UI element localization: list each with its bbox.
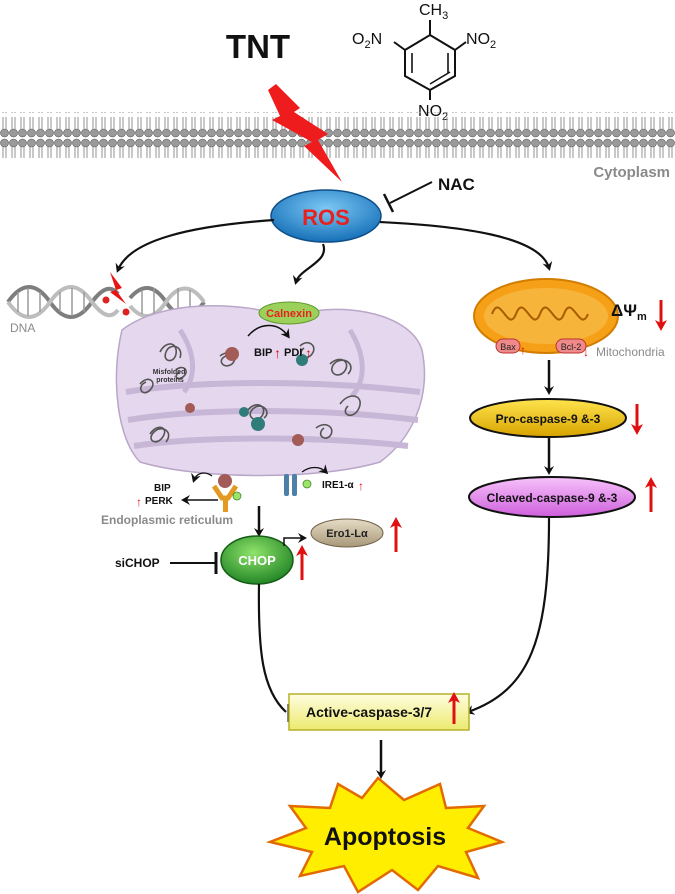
bip-top-up-arrow: ↑: [274, 345, 281, 361]
chop-node: [220, 535, 294, 585]
procaspase-label: Pro-caspase-9 &-3: [496, 412, 601, 426]
bax-up-arrow: ↑: [520, 343, 526, 357]
cleaved-caspase-label: Cleaved-caspase-9 &-3: [487, 491, 618, 505]
er-label: Endoplasmic reticulum: [101, 513, 233, 527]
bip-release-arrow: [191, 472, 213, 483]
apoptosis-starburst: [265, 776, 506, 894]
nitro-right-sub: 2: [490, 39, 496, 51]
perk-receptor: [211, 474, 242, 512]
misfolded-line2: proteins: [156, 377, 184, 384]
perk-label: PERK: [145, 496, 174, 507]
cell-membrane: [0, 112, 675, 158]
nitro-left-n: N: [371, 31, 383, 48]
mitochondrion: [473, 278, 619, 354]
svg-text:O2N: O2N: [352, 31, 382, 51]
misfolded-line1: Misfolded: [153, 369, 186, 376]
bip-bottom-label: BIP: [154, 483, 171, 494]
nitro-left-o: O: [352, 31, 364, 48]
apoptosis-label: Apoptosis: [324, 823, 446, 851]
nitro-right-n: N: [466, 31, 478, 48]
nitro-bottom-n: N: [418, 103, 430, 120]
delta-psi: ΔΨ: [611, 301, 637, 320]
chop-to-active-line: [257, 583, 287, 713]
misfolded-proteins-label: Misfolded proteins: [153, 369, 188, 384]
sichop-label: siCHOP: [115, 556, 160, 570]
methyl-label: CH: [419, 2, 442, 19]
nitro-left-sub: 2: [364, 39, 370, 51]
bcl2-badge: [555, 338, 587, 354]
pdi-up-arrow: ↑: [305, 345, 312, 361]
ire1-activation-arrow: [301, 464, 329, 475]
ero1-node: [310, 518, 384, 548]
cleaved-to-active-arrow: [465, 517, 551, 715]
bip-top-label: BIP: [254, 347, 272, 359]
bax-badge: [495, 338, 521, 354]
ros-node: [270, 189, 382, 243]
bax-label: Bax: [500, 342, 516, 352]
calnexin-node: [258, 301, 320, 325]
nac-inhibition-line: [389, 181, 433, 204]
ero1-label: Ero1-Lα: [326, 528, 368, 540]
methyl-subscript: 3: [442, 10, 448, 22]
ros-to-er-arrow: [292, 243, 326, 285]
ire1-receptor: [284, 474, 312, 496]
delta-psi-subscript: m: [637, 311, 647, 323]
nac-label: NAC: [438, 175, 475, 194]
cytoplasm-label: Cytoplasm: [593, 164, 670, 181]
bcl2-label: Bcl-2: [561, 342, 582, 352]
calnexin-label: Calnexin: [266, 308, 312, 320]
dna-damage-bolt-icon: [110, 272, 126, 304]
svg-text:NO2: NO2: [466, 31, 496, 51]
svg-text:CH3: CH3: [419, 2, 448, 22]
ros-to-mito-arrow: [379, 220, 553, 271]
active-caspase-label: Active-caspase-3/7: [306, 704, 432, 720]
er-illustration: [115, 304, 426, 477]
procaspase-node: [469, 398, 627, 438]
ros-to-dna-arrow: [115, 218, 275, 273]
mitochondria-label: Mitochondria: [596, 345, 665, 359]
dna-label: DNA: [10, 321, 35, 335]
dna-strand: [6, 285, 206, 319]
tnt-structure: CH3 O2N NO2 NO2: [352, 2, 496, 123]
ire1-label: IRE1-α: [322, 480, 355, 491]
chop-label: CHOP: [238, 553, 276, 568]
active-caspase-node: [288, 693, 470, 731]
ire1-up-arrow: ↑: [358, 479, 364, 493]
lightning-bolt-icon: [268, 84, 342, 182]
ros-label: ROS: [302, 205, 350, 230]
perk-up-arrow: ↑: [136, 495, 142, 509]
nitro-right-o: O: [478, 31, 490, 48]
nac-inhibition-bar: [382, 193, 395, 213]
cleaved-caspase-node: [468, 476, 636, 518]
pdi-label: PDI: [284, 347, 302, 359]
mmp-label: ΔΨm: [611, 301, 647, 323]
tnt-title: TNT: [226, 28, 290, 65]
bcl2-down-arrow: ↓: [583, 345, 589, 359]
chop-to-ero1-arrow: [283, 533, 307, 546]
